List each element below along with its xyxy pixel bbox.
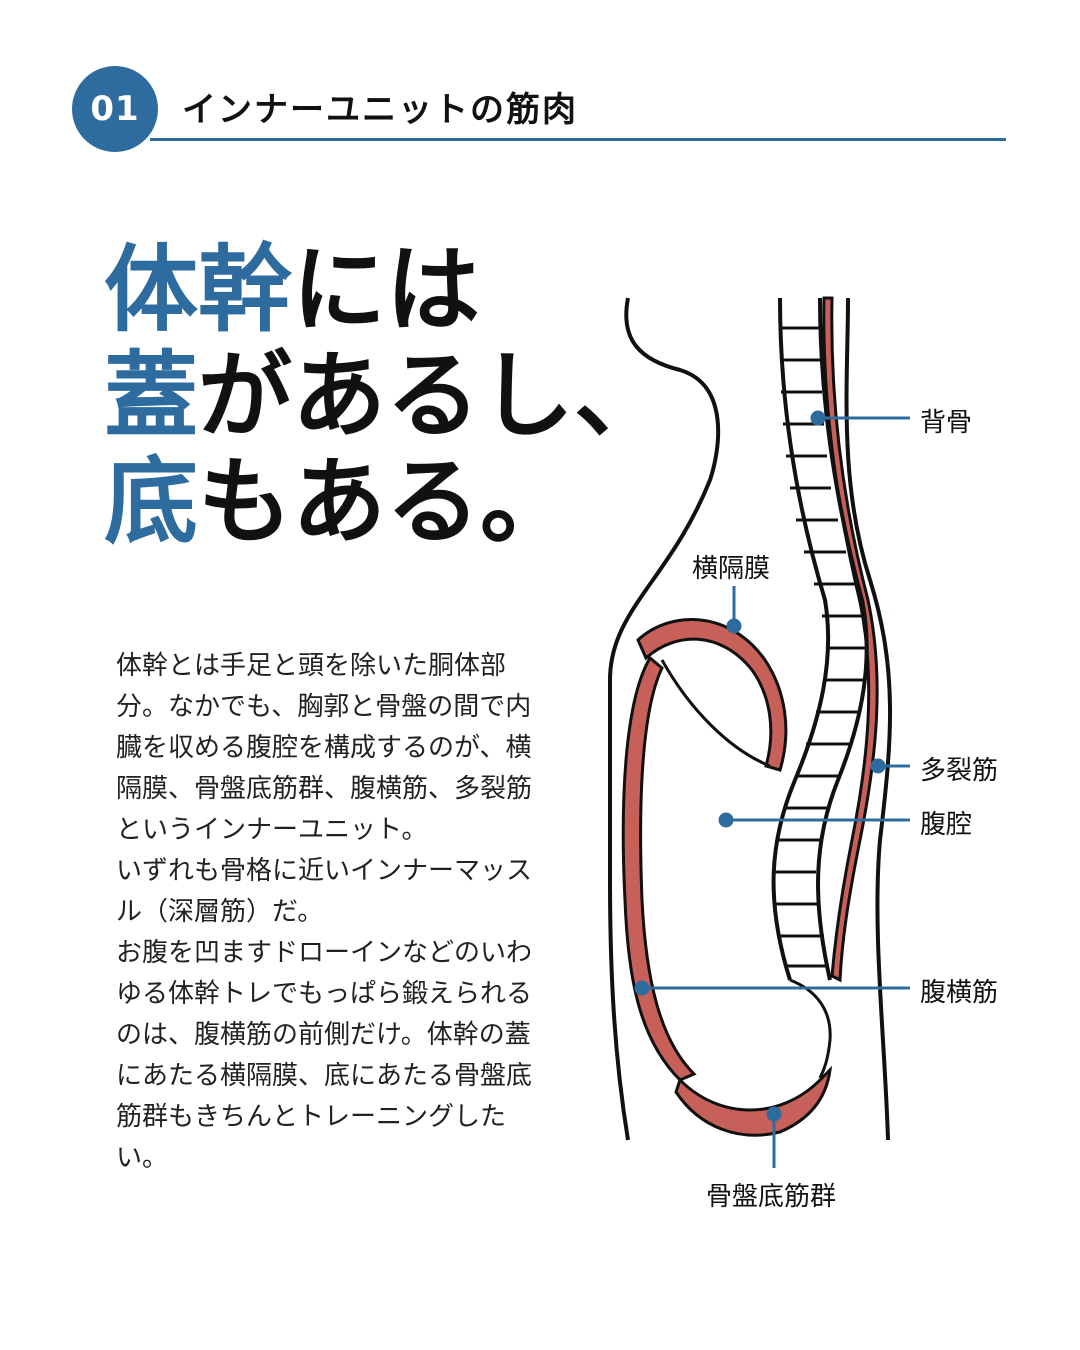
label-abdominal-cavity: 腹腔 bbox=[920, 810, 973, 840]
body-outline-back bbox=[844, 297, 893, 1141]
label-diaphragm: 横隔膜 bbox=[692, 554, 771, 584]
anatomy-diagram: 背骨 横隔膜 多裂筋 腹腔 腹横筋 骨盤底筋群 bbox=[580, 280, 1040, 1220]
headline-line-3: 底もある。 bbox=[104, 450, 624, 556]
headline-rest-1: には bbox=[292, 236, 481, 345]
body-paragraph-1: 体幹とは手足と頭を除いた胴体部分。なかでも、胸郭と骨盤の間で内臓を収める腹腔を構… bbox=[116, 651, 533, 845]
label-pelvic-floor: 骨盤底筋群 bbox=[706, 1182, 837, 1212]
diaphragm-muscle bbox=[636, 618, 788, 772]
section-number: 01 bbox=[90, 89, 140, 129]
multifidus-muscle bbox=[822, 296, 879, 983]
headline-accent-3: 底 bbox=[104, 448, 199, 557]
headline-accent-2: 蓋 bbox=[104, 342, 199, 451]
body-outline-front bbox=[608, 297, 721, 1141]
spine-outer-right bbox=[816, 297, 869, 981]
section-number-badge: 01 bbox=[72, 66, 158, 152]
body-paragraph-2: いずれも骨格に近いインナーマッスル（深層筋）だ。 bbox=[116, 856, 533, 927]
body-paragraph-3: お腹を凹ますドローインなどのいわゆる体幹トレでもっぱら鍛えられるのは、腹横筋の前… bbox=[116, 938, 533, 1173]
transversus-muscle bbox=[621, 655, 697, 1082]
headline-rest-3: もある。 bbox=[198, 448, 575, 557]
anatomy-svg bbox=[608, 296, 910, 1168]
label-multifidus: 多裂筋 bbox=[920, 756, 999, 786]
label-spine: 背骨 bbox=[920, 408, 973, 438]
headline: 体幹には 蓋があるし、 底もある。 bbox=[104, 238, 668, 556]
headline-accent-1: 体幹 bbox=[104, 236, 293, 345]
sacrum-line bbox=[789, 978, 832, 1079]
headline-rest-2: があるし、 bbox=[198, 342, 669, 451]
diaphragm-inner-line bbox=[660, 659, 771, 768]
label-transversus: 腹横筋 bbox=[920, 978, 999, 1008]
pelvic-floor-muscle bbox=[674, 1065, 833, 1137]
headline-line-1: 体幹には bbox=[104, 238, 624, 344]
section-title: インナーユニットの筋肉 bbox=[182, 90, 578, 130]
spine-outer-left bbox=[771, 297, 831, 981]
leader-lines bbox=[634, 410, 910, 1168]
header-divider bbox=[150, 138, 1006, 141]
headline-line-2: 蓋があるし、 bbox=[104, 342, 668, 451]
body-text: 体幹とは手足と頭を除いた胴体部分。なかでも、胸郭と骨盤の間で内臓を収める腹腔を構… bbox=[116, 646, 546, 1179]
